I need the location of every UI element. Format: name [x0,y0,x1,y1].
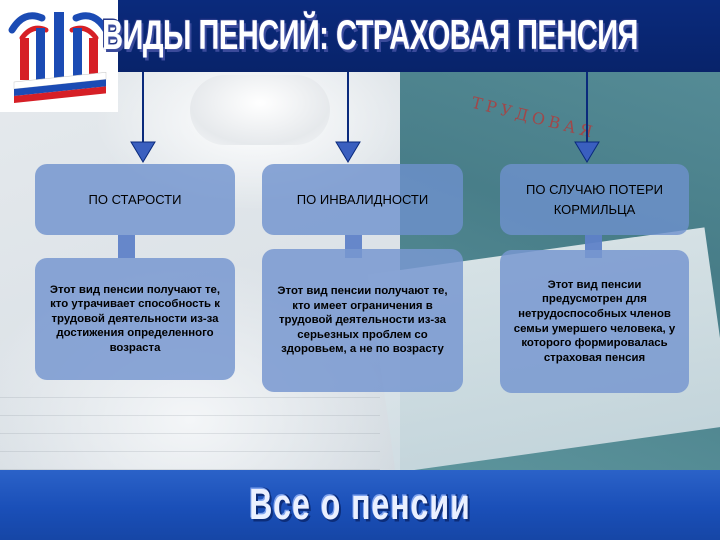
card-heading-disability: ПО ИНВАЛИДНОСТИ [262,164,463,235]
logo-icon [8,12,110,103]
card-heading-old-age: ПО СТАРОСТИ [35,164,235,235]
card-description-survivor: Этот вид пенсии предусмотрен для нетрудо… [500,250,689,393]
card-description-text: Этот вид пенсии получают те, кто утрачив… [49,283,221,354]
card-connector [118,235,135,258]
card-description-text: Этот вид пенсии получают те, кто имеет о… [277,285,448,356]
background-pen [190,75,330,145]
pension-fund-logo [0,0,118,112]
slide-footer [0,470,720,540]
slide-title: ВИДЫ ПЕНСИЙ: СТРАХОВАЯ ПЕНСИЯ [102,12,638,59]
card-heading-survivor: ПО СЛУЧАЮ ПОТЕРИ КОРМИЛЬЦА [500,164,689,235]
card-description-text: Этот вид пенсии предусмотрен для нетрудо… [513,278,676,364]
card-description-disability: Этот вид пенсии получают те, кто имеет о… [262,249,463,392]
card-heading-label: ПО СТАРОСТИ [88,191,182,207]
card-heading-label: ПО ИНВАЛИДНОСТИ [296,191,429,207]
card-heading-label: ПО СЛУЧАЮ ПОТЕРИ КОРМИЛЬЦА [526,181,663,217]
background-form-lines [0,380,380,470]
arrow-down-icon [335,72,361,163]
footer-caption: Все о пенсии [249,479,471,528]
arrow-down-icon [130,72,156,163]
slide-header [0,0,720,72]
arrow-down-icon [574,72,600,163]
card-description-old-age: Этот вид пенсии получают те, кто утрачив… [35,258,235,380]
